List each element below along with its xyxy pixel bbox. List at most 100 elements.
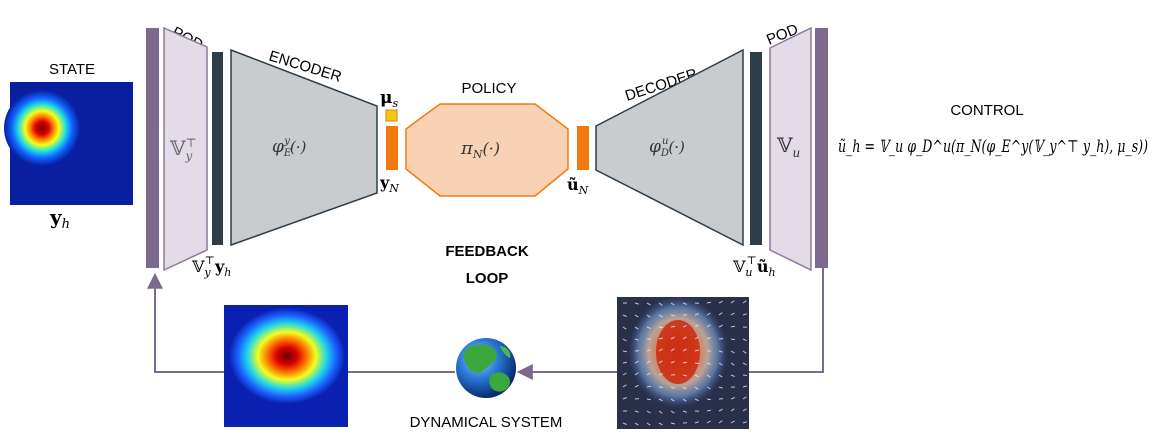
field-vector — [634, 422, 639, 426]
field-vector — [622, 350, 628, 353]
mu-label: μs — [380, 88, 398, 110]
field-vector — [646, 302, 651, 306]
field-vector — [706, 324, 711, 328]
reduced-control-label: 𝕍u⊤ũh — [732, 254, 776, 279]
field-vector — [646, 349, 651, 352]
field-vector — [718, 350, 723, 353]
loop-path-right — [749, 268, 824, 373]
system-output-heatmap — [224, 305, 348, 427]
state-heatmap — [4, 82, 133, 205]
field-vector — [694, 421, 699, 424]
field-vector — [634, 314, 639, 318]
field-vector — [634, 326, 639, 330]
field-vector — [742, 396, 747, 400]
field-vector — [694, 336, 699, 340]
state-variable: yh — [49, 205, 70, 232]
field-vector — [622, 384, 627, 388]
field-vector — [646, 314, 651, 318]
field-vector — [730, 362, 735, 366]
latent-state-label: yN — [379, 173, 399, 195]
field-vector — [706, 398, 712, 401]
feedback-label-line1: FEEDBACK — [445, 243, 529, 260]
field-vector — [670, 386, 675, 389]
field-vector — [622, 397, 627, 400]
field-vector — [730, 350, 735, 354]
field-vector — [646, 385, 652, 388]
dynamical-system-label: DYNAMICAL SYSTEM — [410, 414, 563, 431]
field-vector — [718, 312, 723, 316]
field-vector — [646, 326, 651, 330]
field-vector — [694, 386, 699, 390]
policy-function: πN(·) — [460, 138, 500, 161]
field-vector — [670, 325, 676, 328]
field-vector — [634, 372, 639, 376]
pod-right-projection — [769, 26, 812, 272]
field-vector — [670, 422, 676, 425]
field-vector — [682, 336, 687, 340]
field-vector — [706, 386, 711, 390]
field-vector — [646, 410, 651, 414]
field-vector — [706, 301, 712, 304]
field-vector — [694, 324, 699, 328]
field-vector — [742, 350, 747, 354]
field-vector — [634, 410, 639, 413]
pod-left-basis: 𝕍y⊤ — [169, 136, 197, 163]
field-vector — [742, 421, 747, 424]
reduced-state-label: 𝕍y⊤yh — [191, 254, 231, 279]
control-field-image — [617, 296, 749, 429]
field-vector — [694, 362, 700, 364]
pod-right-bar — [815, 28, 828, 268]
field-vector — [706, 420, 711, 424]
latent-control-label: ũN — [567, 175, 589, 197]
encoder-block — [230, 48, 378, 247]
field-vector — [670, 398, 675, 402]
field-vector — [622, 372, 627, 376]
field-vector — [694, 349, 699, 352]
field-vector — [622, 326, 627, 330]
pod-left-dark-bar — [212, 52, 223, 245]
pod-left-bar — [146, 28, 159, 268]
field-vector — [682, 361, 687, 364]
field-vector — [658, 337, 664, 340]
latent-control-bar — [577, 126, 589, 170]
decoder-block — [595, 48, 744, 247]
field-vector — [718, 374, 723, 378]
field-vector — [706, 362, 711, 365]
field-vector — [730, 325, 736, 328]
field-vector — [730, 374, 735, 377]
field-vector — [694, 313, 699, 316]
field-vector — [670, 336, 675, 340]
pod-left-projection — [163, 26, 208, 272]
field-vector — [622, 422, 627, 425]
pod-right-dark-bar — [750, 52, 762, 245]
field-vector — [682, 410, 687, 413]
field-vector — [718, 386, 723, 389]
field-vector — [622, 361, 628, 364]
field-vector — [682, 302, 687, 305]
field-vector — [742, 385, 748, 388]
field-vector — [622, 338, 627, 342]
feedback-label-line2: LOOP — [466, 270, 509, 287]
field-vector — [622, 314, 627, 317]
field-vector — [742, 338, 747, 342]
field-vector — [682, 348, 687, 352]
field-vector — [706, 337, 711, 340]
field-vector — [670, 302, 675, 306]
field-vector — [658, 398, 663, 402]
field-vector — [682, 374, 688, 377]
pod-right-basis: 𝕍u — [776, 133, 800, 160]
field-vector — [730, 420, 735, 424]
latent-state-bar — [386, 126, 398, 170]
field-vector — [694, 374, 699, 378]
field-vector — [658, 314, 663, 318]
field-vector — [718, 362, 723, 366]
field-vector — [706, 374, 711, 378]
field-vector — [658, 360, 663, 364]
field-vector — [682, 386, 687, 390]
field-vector — [646, 422, 651, 426]
field-vector — [634, 384, 639, 388]
field-vector — [694, 398, 699, 402]
field-vector — [730, 397, 735, 400]
encoder-function: φEy(·) — [272, 136, 306, 159]
field-vector — [682, 398, 687, 402]
